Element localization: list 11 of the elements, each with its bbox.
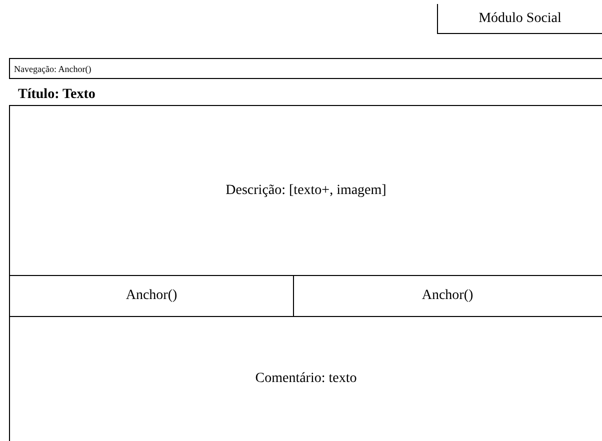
navigation-bar: [9, 58, 602, 79]
module-header: [437, 4, 602, 34]
comment-text: Comentário: texto: [255, 370, 357, 386]
link-text: Anchor(): [126, 288, 178, 304]
description-text: Descrição: [texto+, imagem]: [226, 182, 386, 198]
description-panel: [9, 105, 602, 276]
module-title: Módulo Social: [478, 10, 562, 26]
navigation-text: Navegação: Anchor(): [14, 64, 92, 74]
section-title: Título: Texto: [18, 87, 96, 103]
link-panel: [9, 275, 294, 317]
link-text: Anchor(): [422, 288, 474, 304]
